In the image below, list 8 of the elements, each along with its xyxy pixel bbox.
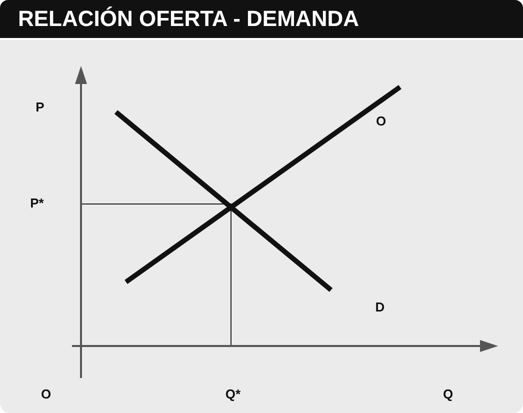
axis-label: Q* <box>225 386 241 402</box>
axis-label: O <box>376 114 386 128</box>
axis-label: P <box>36 100 44 114</box>
axis-label: Q <box>442 386 454 402</box>
axis-label: P* <box>30 196 44 210</box>
title-bar: RELACIÓN OFERTA - DEMANDA <box>0 0 523 38</box>
axis-label: D <box>375 300 385 314</box>
axis-label: O <box>40 386 52 402</box>
